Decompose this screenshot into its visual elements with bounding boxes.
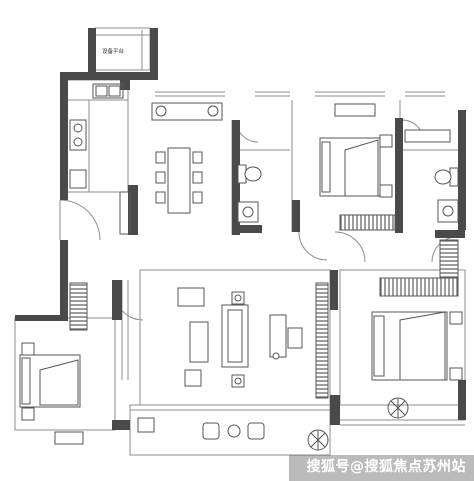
- stove-icon: [69, 119, 87, 151]
- tv-cabinet-icon: [269, 314, 303, 360]
- plant-icon: [307, 397, 409, 451]
- fridge-icon: [69, 169, 87, 189]
- kitchen: [69, 83, 131, 235]
- toilet-icon: [237, 164, 262, 184]
- equipment-platform-label: 设备平台: [102, 47, 125, 55]
- walls: [15, 28, 466, 430]
- bed-icon: [19, 342, 81, 421]
- bathroom-right: [404, 129, 459, 223]
- sideboard-icon: [151, 102, 223, 121]
- wine-cabinet-icon: [119, 191, 131, 235]
- chair-icon: [202, 422, 265, 440]
- sink-icon: [437, 199, 459, 223]
- coffee-table-icon: [177, 287, 209, 387]
- bed-icon: [371, 311, 463, 381]
- balcony-furniture: [137, 417, 265, 440]
- sofa-icon: [221, 291, 249, 388]
- desk-icon: [334, 103, 376, 117]
- dining-table-icon: [155, 147, 203, 214]
- watermark: 搜狐号@搜狐焦点苏州站: [306, 459, 466, 475]
- wardrobes: [69, 214, 459, 399]
- sink-icon: [92, 83, 124, 99]
- desk-icon: [54, 431, 84, 445]
- thin-lines: [14, 27, 466, 456]
- bathroom-left: [237, 164, 262, 223]
- round-table-icon: [227, 424, 241, 438]
- toilet-icon: [434, 167, 459, 187]
- bed-icon: [319, 134, 393, 198]
- sink-icon: [237, 201, 259, 223]
- watermark-backdrop: [289, 455, 474, 481]
